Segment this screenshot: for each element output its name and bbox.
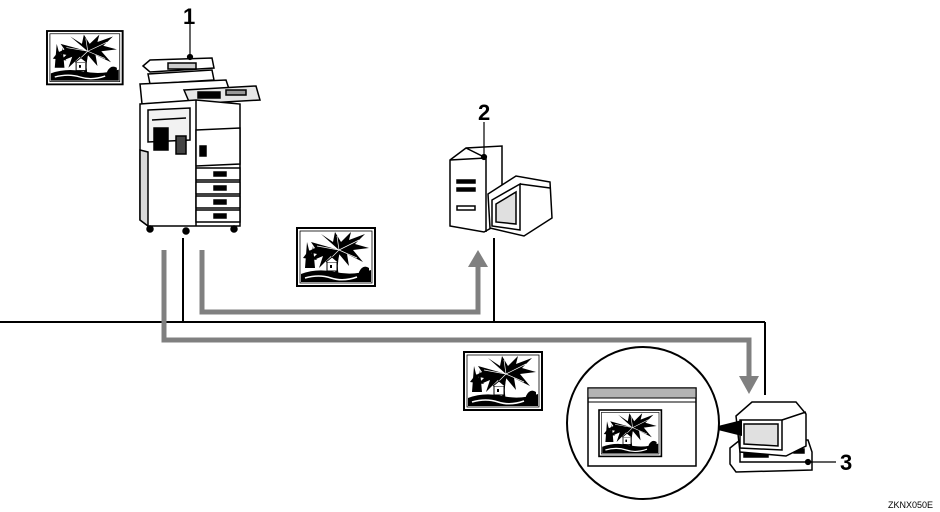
callout-client: 3 (840, 450, 852, 475)
original-photo-icon (47, 31, 123, 84)
scan-to-client-arrowhead (739, 376, 759, 394)
multifunction-copier-icon (140, 58, 260, 234)
transmitted-photo-client-icon (464, 352, 542, 410)
displayed-photo-icon (599, 410, 661, 456)
figure-code: ZKNX050E (888, 500, 933, 510)
scan-to-server-arrowhead (468, 250, 488, 267)
client-screen-zoom (567, 347, 742, 499)
callout-server: 2 (478, 100, 490, 125)
client-computer-icon (730, 402, 812, 472)
callout-copier: 1 (183, 4, 195, 29)
transmitted-photo-server-icon (297, 228, 375, 286)
server-computer-icon (450, 146, 552, 236)
